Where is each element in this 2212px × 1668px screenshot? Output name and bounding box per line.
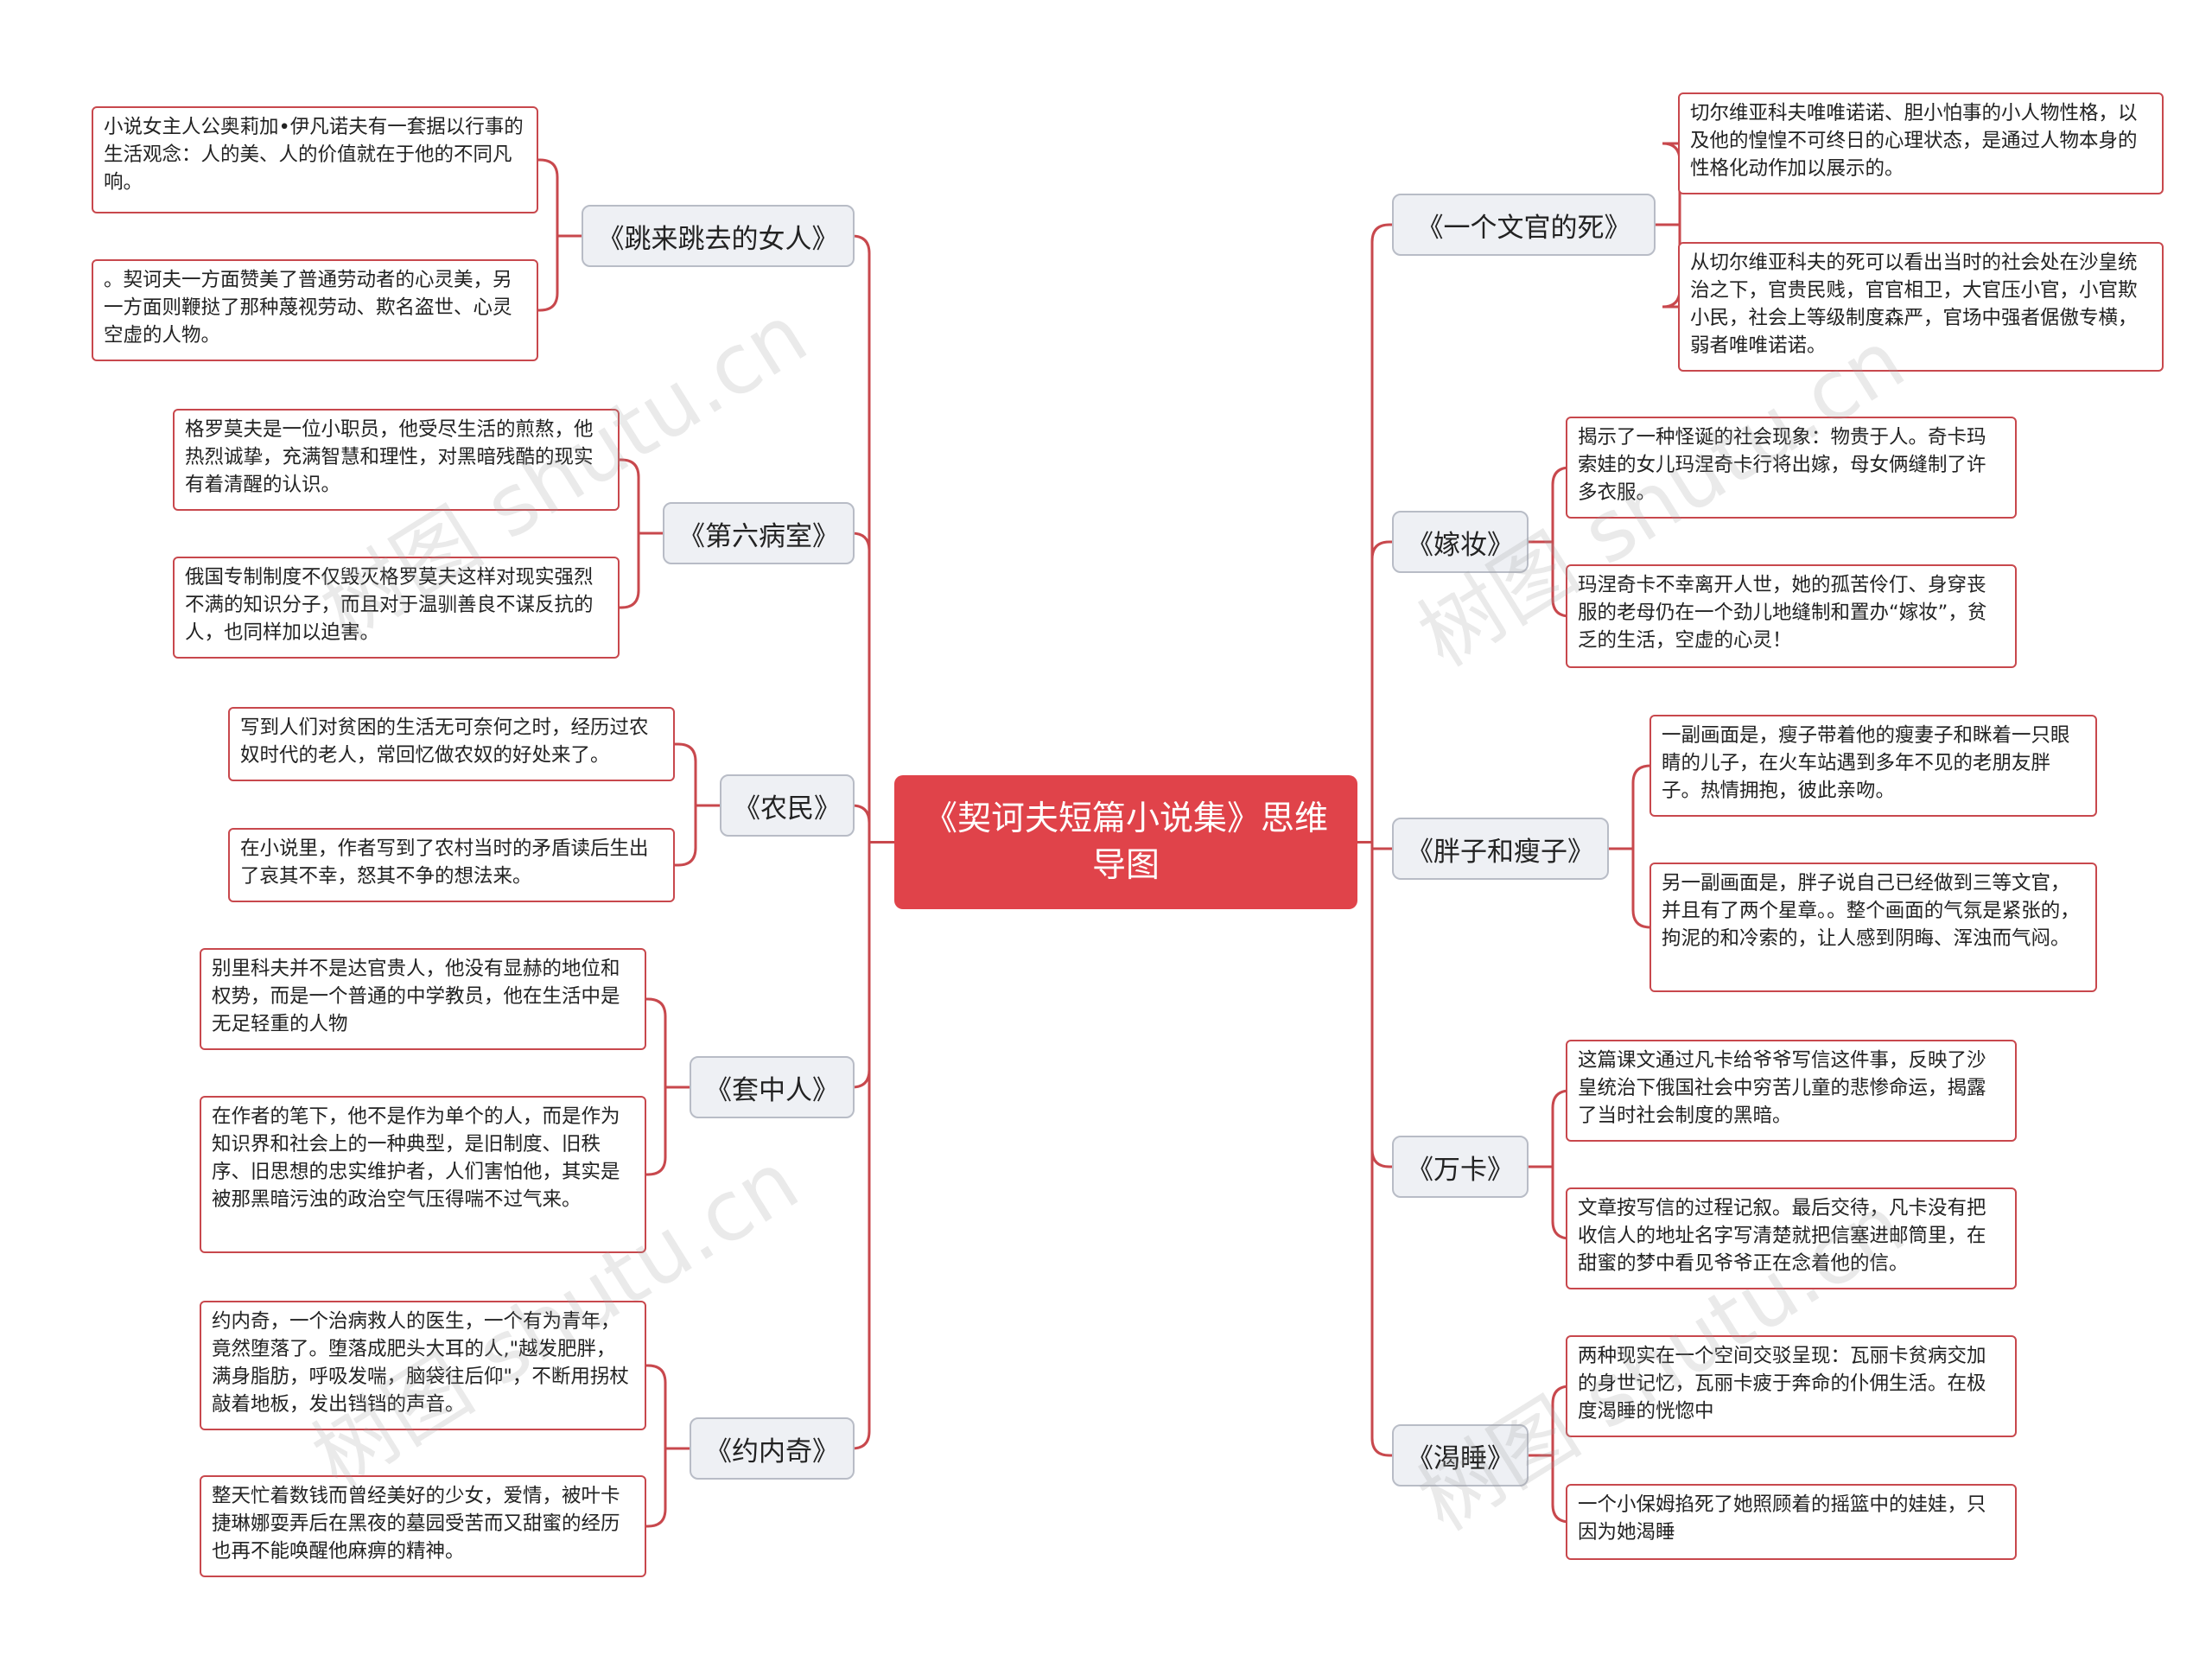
connector-leaf-right-11 xyxy=(1529,540,1571,618)
branch-label: 《一个文官的死》 xyxy=(1416,212,1631,244)
connector-center-left-3 xyxy=(851,841,894,1089)
branch-label: 《万卡》 xyxy=(1407,1154,1514,1186)
connector-leaf-left-10 xyxy=(620,458,663,535)
leaf-note: 玛涅奇卡不幸离开人世，她的孤苦伶仃、身穿丧服的老母仍在一个劲儿地缝制和置办“嫁妆… xyxy=(1566,564,2017,668)
leaf-note: 一副画面是，瘦子带着他的瘦妻子和眯着一只眼睛的儿子，在火车站遇到多年不见的老朋友… xyxy=(1649,715,2097,817)
central-topic[interactable]: 《契诃夫短篇小说集》思维导图 xyxy=(894,775,1357,909)
leaf-note: 俄国专制制度不仅毁灭格罗莫夫这样对现实强烈不满的知识分子，而且对于温驯善良不谋反… xyxy=(173,557,620,659)
leaf-note: 切尔维亚科夫唯唯诺诺、胆小怕事的小人物性格，以及他的惶惶不可终日的心理状态，是通… xyxy=(1678,92,2164,194)
connector-leaf-right-40 xyxy=(1529,1385,1571,1457)
branch-sleepy[interactable]: 《渴睡》 xyxy=(1392,1424,1529,1487)
connector-leaf-left-21 xyxy=(675,804,720,867)
branch-death-of-official[interactable]: 《一个文官的死》 xyxy=(1392,194,1656,256)
branch-fat-and-thin[interactable]: 《胖子和瘦子》 xyxy=(1392,818,1609,880)
connector-leaf-right-00 xyxy=(1656,142,1681,226)
connector-leaf-left-11 xyxy=(620,532,663,609)
leaf-note: 。契诃夫一方面赞美了普通劳动者的心灵美，另一方面则鞭挞了那种蔑视劳动、欺名盗世、… xyxy=(92,259,538,361)
connector-leaf-left-20 xyxy=(675,742,720,807)
branch-ionych[interactable]: 《约内奇》 xyxy=(690,1417,855,1480)
branch-label: 《渴睡》 xyxy=(1407,1442,1514,1474)
leaf-note: 另一副画面是，胖子说自己已经做到三等文官，并且有了两个星章。。整个画面的气氛是紧… xyxy=(1649,863,2097,992)
leaf-note: 这篇课文通过凡卡给爷爷写信这件事，反映了沙皇统治下俄国社会中穷苦儿童的悲惨命运，… xyxy=(1566,1040,2017,1142)
connector-leaf-right-21 xyxy=(1609,847,1651,929)
connector-center-right-0 xyxy=(1357,223,1392,844)
leaf-note: 写到人们对贫困的生活无可奈何之时，经历过农奴时代的老人，常回忆做农奴的好处来了。 xyxy=(228,707,675,781)
connector-leaf-right-20 xyxy=(1609,764,1651,850)
connector-leaf-left-01 xyxy=(538,234,582,312)
branch-label: 《跳来跳去的女人》 xyxy=(597,223,839,255)
connector-leaf-right-31 xyxy=(1529,1165,1571,1240)
leaf-note: 在作者的笔下，他不是作为单个的人，而是作为知识界和社会上的一种典型，是旧制度、旧… xyxy=(200,1096,646,1253)
branch-man-in-case[interactable]: 《套中人》 xyxy=(690,1056,855,1118)
branch-label: 《约内奇》 xyxy=(705,1436,839,1467)
connector-leaf-left-41 xyxy=(646,1447,690,1528)
branch-label: 《嫁妆》 xyxy=(1407,529,1514,561)
leaf-note: 别里科夫并不是达官贵人，他没有显赫的地位和权势，而是一个普通的中学教员，他在生活… xyxy=(200,948,646,1050)
connector-leaf-left-30 xyxy=(646,997,690,1089)
leaf-note: 小说女主人公奥莉加•伊凡诺夫有一套据以行事的生活观念：人的美、人的价值就在于他的… xyxy=(92,106,538,213)
leaf-note: 在小说里，作者写到了农村当时的矛盾读后生出了哀其不幸，怒其不争的想法来。 xyxy=(228,828,675,902)
branch-label: 《套中人》 xyxy=(705,1074,839,1106)
branch-dowry[interactable]: 《嫁妆》 xyxy=(1392,511,1529,573)
leaf-note: 文章按写信的过程记叙。最后交待，凡卡没有把收信人的地址名字写清楚就把信塞进邮筒里… xyxy=(1566,1187,2017,1289)
branch-jumping-woman[interactable]: 《跳来跳去的女人》 xyxy=(582,205,855,267)
connector-center-left-2 xyxy=(851,804,894,844)
connector-center-left-4 xyxy=(851,841,894,1450)
connector-center-left-1 xyxy=(851,532,894,844)
central-topic-label: 《契诃夫短篇小说集》思维导图 xyxy=(923,799,1328,885)
connector-leaf-right-01 xyxy=(1656,223,1681,309)
branch-label: 《第六病室》 xyxy=(678,520,839,552)
connector-center-right-1 xyxy=(1357,540,1392,844)
leaf-note: 从切尔维亚科夫的死可以看出当时的社会处在沙皇统治之下，官贵民贱，官官相卫，大官压… xyxy=(1678,242,2164,372)
leaf-note: 约内奇，一个治病救人的医生，一个有为青年，竟然堕落了。堕落成肥头大耳的人,"越发… xyxy=(200,1301,646,1430)
leaf-note: 格罗莫夫是一位小职员，他受尽生活的煎熬，他热烈诚挚，充满智慧和理性，对黑暗残酷的… xyxy=(173,409,620,511)
connector-center-left-0 xyxy=(851,234,894,844)
leaf-note: 两种现实在一个空间交驳呈现：瓦丽卡贫病交加的身世记忆，瓦丽卡疲于奔命的仆佣生活。… xyxy=(1566,1335,2017,1437)
connector-leaf-right-10 xyxy=(1529,466,1571,544)
connector-leaf-right-30 xyxy=(1529,1089,1571,1168)
branch-label: 《胖子和瘦子》 xyxy=(1407,836,1594,868)
connector-center-right-4 xyxy=(1357,841,1392,1457)
leaf-note: 揭示了一种怪诞的社会现象：物贵于人。奇卡玛索娃的女儿玛涅奇卡行将出嫁，母女俩缝制… xyxy=(1566,417,2017,519)
connector-leaf-left-31 xyxy=(646,1085,690,1176)
branch-vanka[interactable]: 《万卡》 xyxy=(1392,1136,1529,1198)
connector-leaf-left-00 xyxy=(538,158,582,238)
connector-leaf-right-41 xyxy=(1529,1454,1571,1524)
connector-leaf-left-40 xyxy=(646,1364,690,1450)
connector-center-right-3 xyxy=(1357,841,1392,1168)
branch-label: 《农民》 xyxy=(734,793,841,824)
leaf-note: 整天忙着数钱而曾经美好的少女，爱情，被叶卡捷琳娜耍弄后在黑夜的墓园受苦而又甜蜜的… xyxy=(200,1475,646,1577)
branch-peasants[interactable]: 《农民》 xyxy=(720,774,855,837)
leaf-note: 一个小保姆掐死了她照顾着的摇篮中的娃娃，只因为她渴睡 xyxy=(1566,1484,2017,1560)
branch-ward-six[interactable]: 《第六病室》 xyxy=(663,502,855,564)
